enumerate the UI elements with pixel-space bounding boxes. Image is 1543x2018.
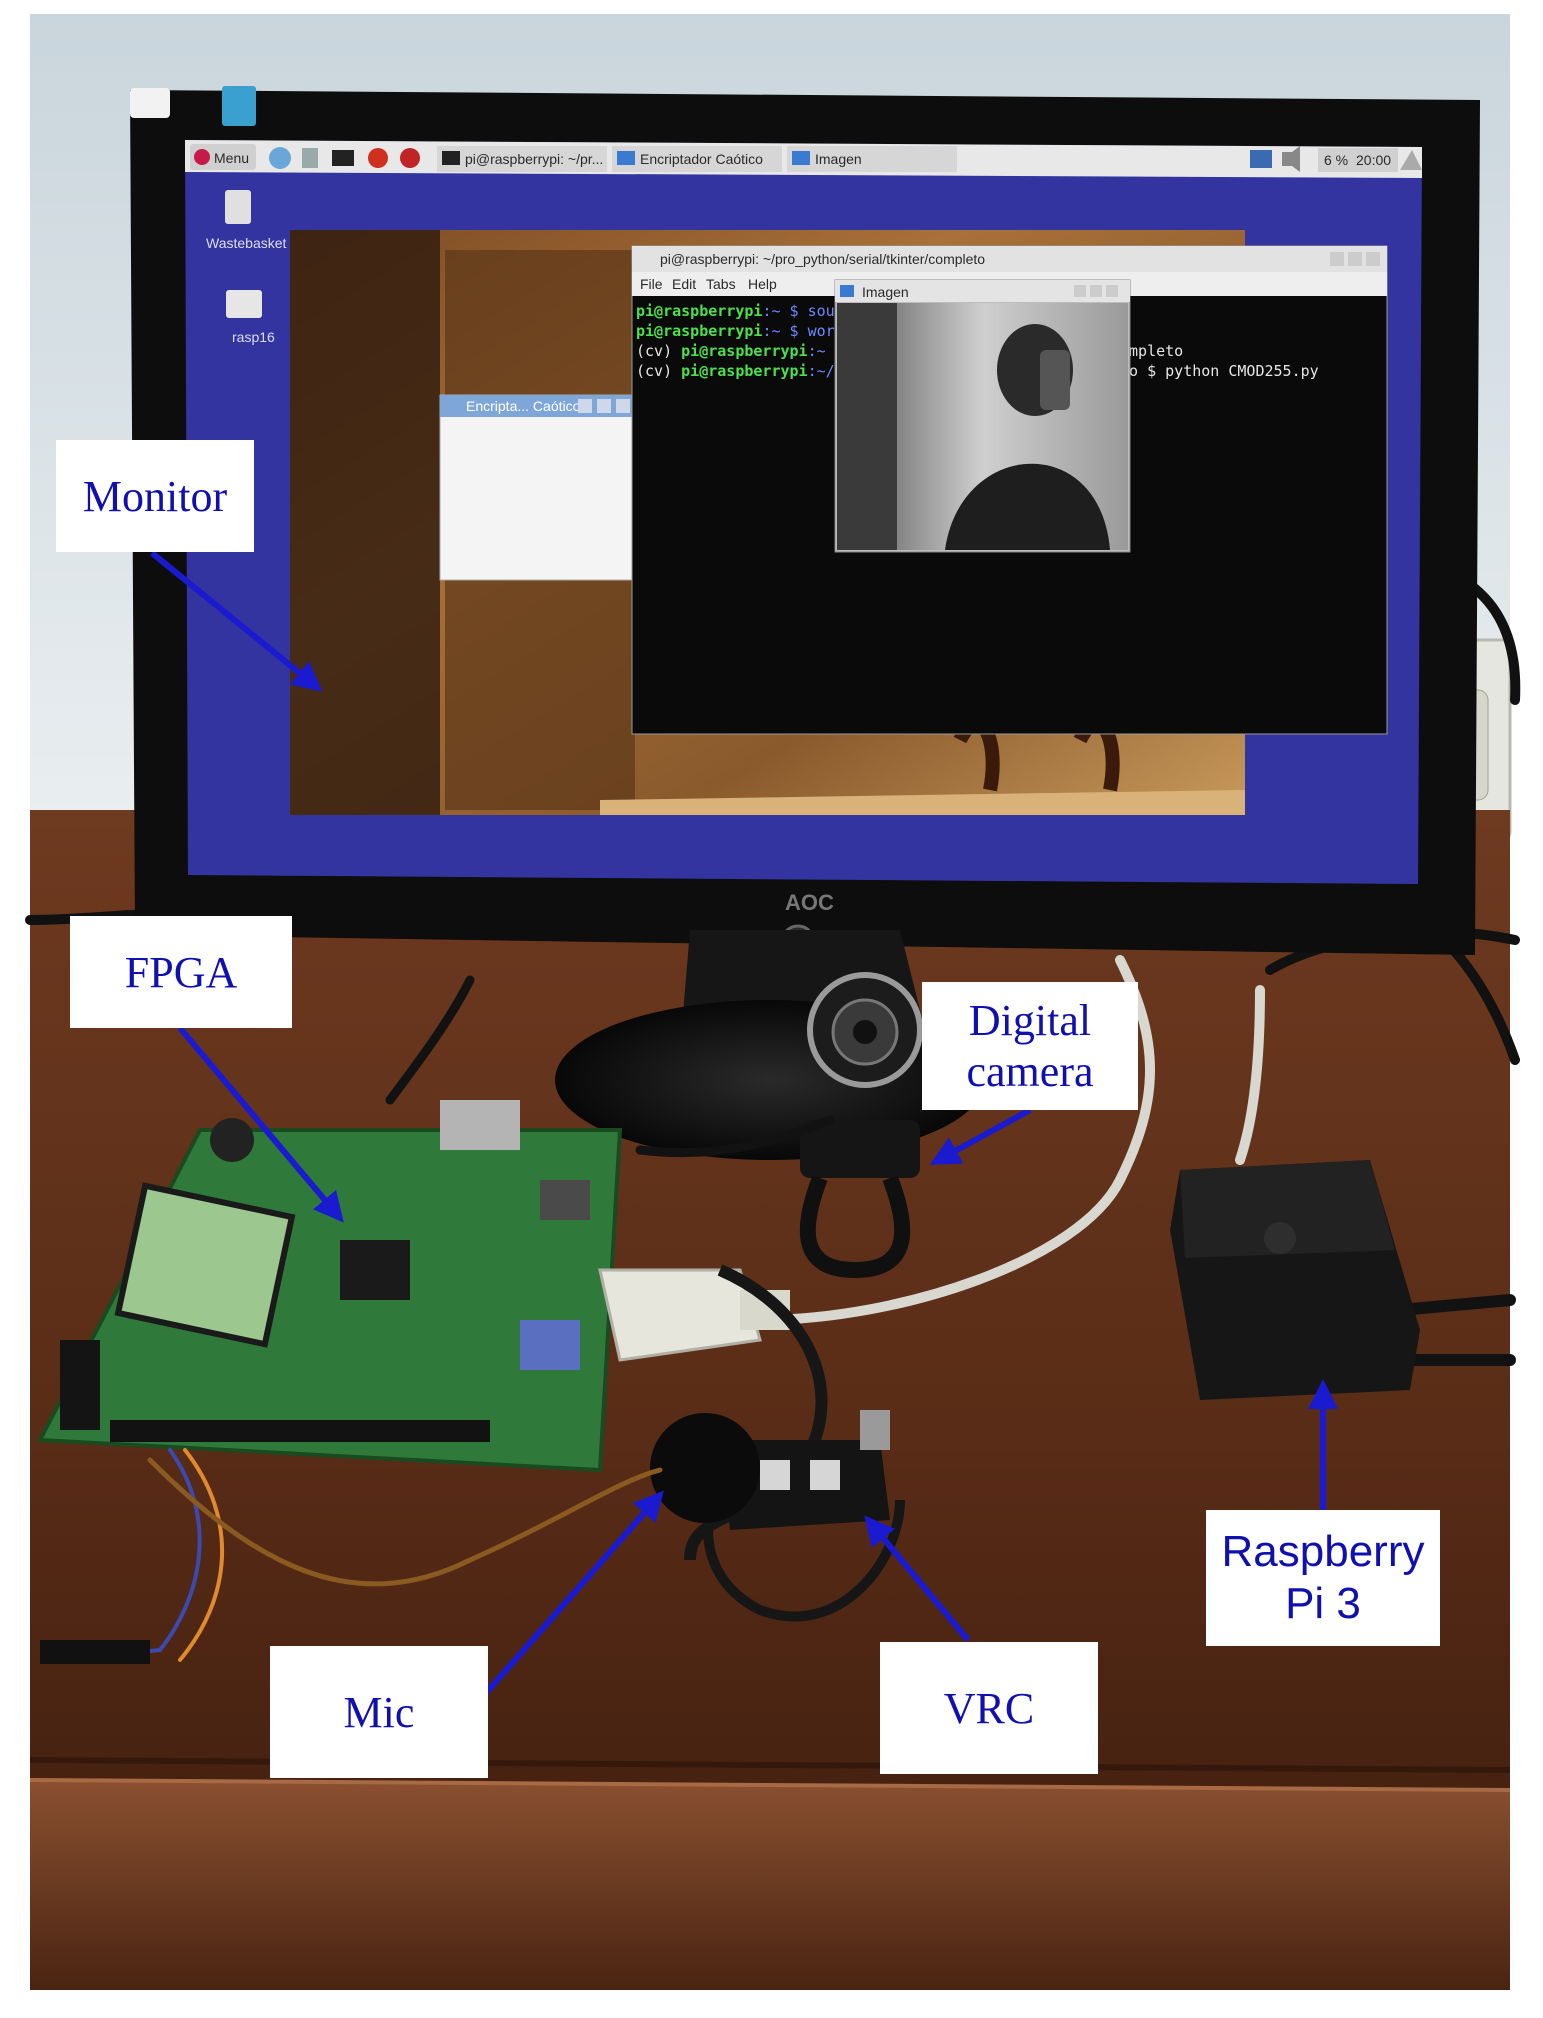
label-digital-camera: Digital camera — [922, 982, 1138, 1110]
terminal-line-4: (cv) pi@raspberrypi:~/ — [636, 362, 835, 380]
fpga-board — [36, 1100, 623, 1473]
terminal-menu-help[interactable]: Help — [748, 276, 777, 292]
svg-text:(cv) pi@raspberrypi:~: (cv) pi@raspberrypi:~ — [636, 342, 826, 360]
serial-port — [520, 1320, 580, 1370]
label-monitor: Monitor — [56, 440, 254, 552]
eject-icon[interactable] — [1400, 150, 1422, 170]
task-image[interactable]: Imagen — [787, 146, 957, 172]
battery-label: 6 % — [1324, 152, 1348, 168]
arrow-camera — [929, 1107, 1032, 1165]
raspberry-pi-case — [1170, 1160, 1420, 1400]
svg-text:pi@raspberrypi: ~/pr...: pi@raspberrypi: ~/pr... — [465, 151, 603, 167]
arrow-monitor — [150, 550, 323, 692]
svg-text:Encriptador Caótico: Encriptador Caótico — [640, 151, 763, 167]
maximize-icon — [1090, 285, 1102, 297]
raspberry-menu-icon — [194, 149, 210, 165]
folder-icon — [226, 290, 262, 318]
desktop-icon-trash[interactable]: Wastebasket — [206, 190, 287, 251]
label-raspberry-pi: Raspberry Pi 3 — [1206, 1510, 1440, 1646]
desktop-icon-folder[interactable]: rasp16 — [226, 290, 275, 345]
volume-icon[interactable] — [1282, 146, 1300, 172]
lcd-display — [114, 1182, 296, 1348]
terminal-right-line-2: to $ python CMOD255.py — [1120, 362, 1319, 380]
monitor-brand: AOC — [785, 890, 834, 915]
minimize-icon — [1074, 285, 1086, 297]
close-icon — [616, 399, 630, 413]
desk-edge — [30, 1780, 1510, 1990]
encrypt-window-title: Encripta... Caótico — [466, 398, 581, 414]
rotary-knob-icon — [210, 1118, 254, 1162]
taskbar: Menu pi@raspberrypi: ~/pr... Encriptador… — [185, 140, 1422, 178]
terminal-icon[interactable] — [332, 150, 354, 166]
task-encrypt[interactable]: Encriptador Caótico — [612, 146, 782, 172]
encrypt-window[interactable]: Encripta... Caótico — [439, 394, 639, 581]
foreground-cables — [385, 955, 1516, 1366]
browser-icon[interactable] — [269, 147, 291, 169]
image-window[interactable]: Imagen — [834, 279, 1131, 553]
svg-text:Wastebasket: Wastebasket — [206, 235, 287, 251]
arrow-vrc — [864, 1515, 971, 1642]
serial-cable-connector — [598, 1268, 790, 1362]
files-icon[interactable] — [302, 148, 318, 168]
terminal-line-2: pi@raspberrypi:~ $ wor — [636, 322, 835, 340]
webcam — [799, 972, 923, 1279]
terminal-right-line-1: ompleto — [1120, 342, 1183, 360]
minimize-icon — [578, 399, 592, 413]
label-vrc: VRC — [880, 1642, 1098, 1774]
arrow-mic — [483, 1490, 664, 1695]
terminal-title: pi@raspberrypi: ~/pro_python/serial/tkin… — [660, 251, 985, 267]
minimize-icon — [1330, 252, 1344, 266]
microphone-foam — [650, 1413, 760, 1523]
terminal-menu-edit[interactable]: Edit — [672, 276, 696, 292]
fpga-chip — [340, 1240, 410, 1300]
terminal-line-3: (cv) pi@raspberrypi:~ — [636, 342, 826, 360]
raspberry-logo-icon — [1264, 1222, 1296, 1254]
app-icon-red[interactable] — [368, 148, 388, 168]
label-fpga: FPGA — [70, 916, 292, 1028]
label-mic: Mic — [270, 1646, 488, 1778]
task-terminal[interactable]: pi@raspberrypi: ~/pr... — [437, 146, 607, 172]
menu-button[interactable]: Menu — [190, 144, 256, 170]
trash-icon — [225, 190, 251, 224]
svg-text:rasp16: rasp16 — [232, 329, 275, 345]
svg-text:Imagen: Imagen — [815, 151, 862, 167]
svg-text:pi@raspberrypi:~ $ wor: pi@raspberrypi:~ $ wor — [636, 322, 835, 340]
annotation-arrows — [150, 550, 1338, 1695]
network-icon[interactable] — [1250, 150, 1272, 168]
jumper-wires — [40, 1448, 663, 1664]
monitor-sticker-icon — [222, 86, 256, 126]
terminal-menu-tabs[interactable]: Tabs — [706, 276, 736, 292]
ethernet-port — [440, 1100, 520, 1150]
close-icon — [1366, 252, 1380, 266]
arrow-fpga — [177, 1026, 344, 1223]
voice-module — [650, 1264, 905, 1622]
wolfram-icon[interactable] — [400, 148, 420, 168]
clock: 20:00 — [1356, 152, 1391, 168]
svg-text:pi@raspberrypi:~ $ sou: pi@raspberrypi:~ $ sou — [636, 302, 835, 320]
maximize-icon — [1348, 252, 1362, 266]
terminal-menu-file[interactable]: File — [640, 276, 663, 292]
svg-text:(cv) pi@raspberrypi:~/: (cv) pi@raspberrypi:~/ — [636, 362, 835, 380]
maximize-icon — [597, 399, 611, 413]
image-window-title: Imagen — [862, 284, 909, 300]
terminal-line-1: pi@raspberrypi:~ $ sou — [636, 302, 835, 320]
svg-text:Menu: Menu — [214, 150, 249, 166]
close-icon — [1106, 285, 1118, 297]
